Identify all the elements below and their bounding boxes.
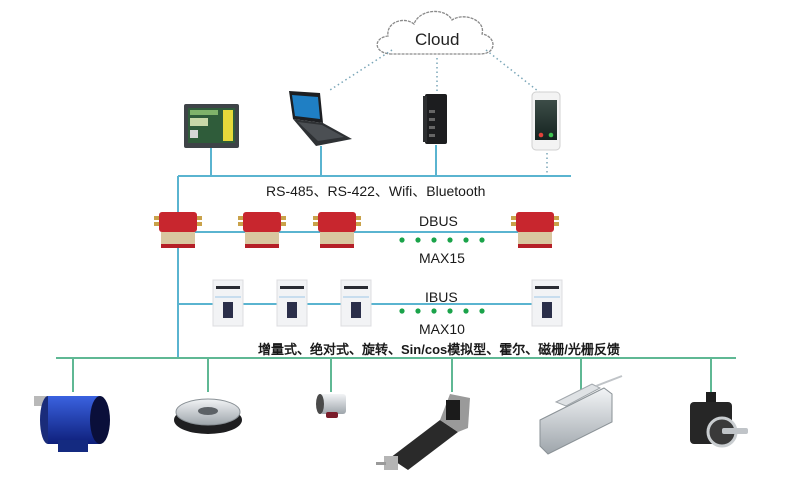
io-module-icon xyxy=(340,279,372,327)
dbus-max-label: MAX15 xyxy=(419,250,465,266)
smartphone-icon xyxy=(531,91,561,151)
ellipsis-dot xyxy=(447,237,453,243)
ellipsis-dot xyxy=(463,237,469,243)
ellipsis-dot xyxy=(431,308,437,314)
io-module-icon xyxy=(276,279,308,327)
dbus-label: DBUS xyxy=(419,213,458,229)
ibus-ellipsis-dots xyxy=(399,308,485,314)
io-module-icon xyxy=(531,279,563,327)
servo-drive-icon xyxy=(238,212,286,248)
ac-induction-motor-icon xyxy=(34,396,110,452)
linear-motor-stage-icon xyxy=(539,375,623,455)
cloud-icon xyxy=(376,10,494,55)
servo-drive-icon xyxy=(313,212,361,248)
gateway-module-icon xyxy=(423,94,447,144)
cloud-link-phone xyxy=(485,49,544,96)
ellipsis-dot xyxy=(415,237,421,243)
cloud-links xyxy=(329,49,548,176)
ellipsis-dot xyxy=(415,308,421,314)
feedback-bus-label: 增量式、绝对式、旋转、Sin/cos模拟型、霍尔、磁栅/光栅反馈 xyxy=(258,342,620,357)
laptop-icon xyxy=(289,91,352,146)
servo-drive-icon xyxy=(154,212,202,248)
servo-drive-icon xyxy=(511,212,559,248)
dbus-drives xyxy=(154,212,559,248)
servo-motor-icon xyxy=(690,392,748,448)
comm-bus-label: RS-485、RS-422、Wifi、Bluetooth xyxy=(266,183,486,199)
ibus-modules xyxy=(212,279,563,327)
direct-drive-motor-icon xyxy=(174,398,242,434)
dbus-ellipsis-dots xyxy=(399,237,485,243)
ellipsis-dot xyxy=(479,237,485,243)
ellipsis-dot xyxy=(431,237,437,243)
ellipsis-dot xyxy=(479,308,485,314)
ibus-label: IBUS xyxy=(425,289,458,305)
small-dc-motor-icon xyxy=(316,394,346,418)
ibus-max-label: MAX10 xyxy=(419,321,465,337)
ellipsis-dot xyxy=(447,308,453,314)
feedback-bus-lines xyxy=(56,357,736,392)
ellipsis-dot xyxy=(399,237,405,243)
cloud-link-laptop xyxy=(329,49,393,91)
ellipsis-dot xyxy=(463,308,469,314)
ellipsis-dot xyxy=(399,308,405,314)
cloud-label: Cloud xyxy=(415,30,460,49)
linear-actuator-icon xyxy=(376,394,470,470)
io-module-icon xyxy=(212,279,244,327)
hmi-panel-icon xyxy=(184,104,239,148)
